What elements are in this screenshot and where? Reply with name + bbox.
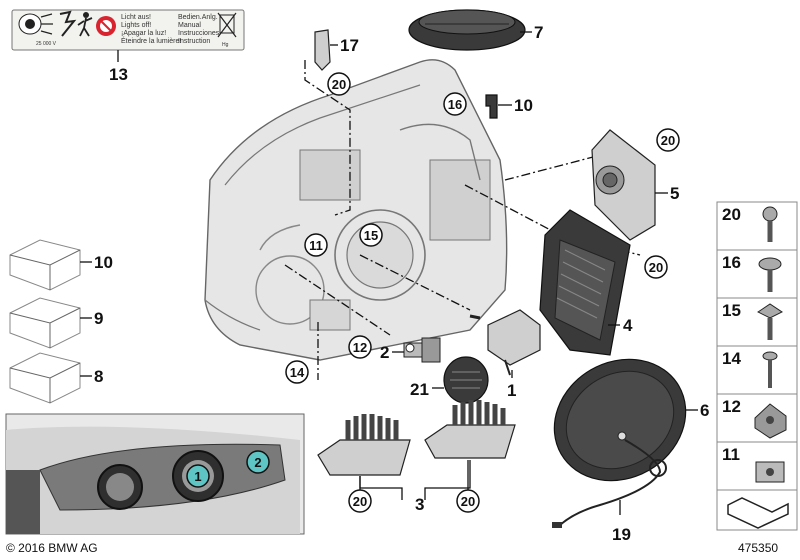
inset-marker-2: [246, 450, 270, 474]
hardware-num-14: 14: [722, 349, 741, 368]
inset-marker-1: [186, 464, 210, 488]
callout-10: 10: [94, 253, 113, 272]
kit-box-part-10: [9, 239, 81, 291]
hardware-panel: 20 16 15 14 12 11: [716, 201, 798, 531]
diagram-number: 475350: [738, 541, 778, 555]
svg-text:15: 15: [364, 228, 378, 243]
kit-box-part-8: [9, 352, 81, 404]
callout-4: 4: [623, 316, 633, 335]
circled-callout-15: 15: [359, 223, 383, 247]
callout-5: 5: [670, 184, 679, 203]
svg-text:16: 16: [448, 97, 462, 112]
manual-line-2: Manual: [178, 22, 201, 29]
circled-callout-11: 11: [304, 233, 328, 257]
control-module-part-5: [591, 129, 656, 241]
circled-callout-20-left-sink: 20: [348, 489, 372, 513]
svg-text:20: 20: [649, 260, 663, 275]
kit-box-part-9: [9, 297, 81, 349]
warning-line-1: Licht aus!: [121, 14, 151, 21]
warning-line-2: Lights off!: [121, 22, 151, 29]
clip-nut-icon: [755, 461, 785, 483]
svg-text:11: 11: [309, 238, 323, 253]
warning-line-3: ¡Apagar la luz!: [121, 30, 166, 37]
heat-sink-part-3b: [424, 400, 516, 459]
callout-21: 21: [410, 380, 429, 399]
headlamp-warning-icon: [18, 13, 53, 35]
manual-line-3: Instrucciones: [178, 30, 220, 37]
svg-text:1: 1: [194, 469, 201, 484]
back-cover-part-6: [553, 358, 687, 482]
manual-line-4: Instruction: [178, 38, 210, 45]
svg-text:20: 20: [332, 77, 346, 92]
screw-icon: [758, 257, 782, 292]
warning-label: 25 000 V Licht aus! Lights off! ¡Apagar …: [11, 9, 245, 51]
hardware-num-11: 11: [722, 445, 740, 464]
svg-text:20: 20: [353, 494, 367, 509]
disposal-bin-icon: [217, 12, 237, 38]
circled-callout-12: 12: [348, 335, 372, 359]
bracket-part-17: [314, 29, 331, 71]
cable-part-19: [552, 439, 667, 528]
callout-3: 3: [415, 495, 424, 514]
no-light-icon: [96, 16, 116, 36]
svg-text:14: 14: [290, 365, 305, 380]
circled-callout-14: 14: [285, 360, 309, 384]
bulb-socket-part-2: [403, 337, 441, 363]
callout-9: 9: [94, 309, 103, 328]
callout-1: 1: [507, 381, 516, 400]
callout-2: 2: [380, 343, 389, 362]
circled-callout-20-top: 20: [327, 72, 351, 96]
hg-text: Hg: [222, 42, 229, 48]
heat-sink-part-3a: [317, 414, 411, 476]
svg-text:20: 20: [461, 494, 475, 509]
cover-cap-part-7: [408, 9, 526, 51]
warning-line-4: Éteindre la lumière!: [121, 36, 181, 45]
circled-callout-20-module: 20: [656, 128, 680, 152]
vehicle-inset-photo: 1 2: [5, 413, 305, 535]
voltage-text: 25 000 V: [36, 41, 57, 47]
cap-part-21: [443, 356, 489, 404]
svg-text:2: 2: [254, 455, 261, 470]
hardware-num-12: 12: [722, 397, 741, 416]
callout-8: 8: [94, 367, 103, 386]
callout-18: 13: [109, 65, 128, 84]
hardware-cell-15: [716, 297, 798, 347]
copyright-text: © 2016 BMW AG: [6, 541, 98, 555]
callout-13: 10: [514, 96, 533, 115]
led-module-part-4: [539, 209, 631, 356]
callout-6: 6: [700, 401, 709, 420]
clip-nut-icon: [754, 403, 787, 439]
screw-icon: [762, 351, 778, 388]
small-clip-part-13: [485, 94, 498, 119]
screw-icon: [757, 303, 783, 340]
callout-17: 17: [340, 36, 359, 55]
circled-callout-16: 16: [443, 92, 467, 116]
high-voltage-icon: [59, 10, 77, 37]
svg-text:12: 12: [353, 340, 367, 355]
circled-callout-20-led: 20: [644, 255, 668, 279]
svg-text:20: 20: [661, 133, 675, 148]
person-warning-icon: [77, 12, 93, 37]
hardware-num-15: 15: [722, 301, 741, 320]
hardware-num-20: 20: [722, 205, 741, 224]
callout-7: 7: [534, 23, 543, 42]
arrow-shape-icon: [727, 497, 789, 529]
circled-callout-20-right-sink: 20: [456, 489, 480, 513]
callout-19: 19: [612, 525, 631, 544]
screw-icon: [762, 206, 778, 242]
ballast-part-1: [469, 309, 541, 376]
hardware-num-16: 16: [722, 253, 741, 272]
manual-line-1: Bedien.Anlg.: [178, 14, 218, 21]
